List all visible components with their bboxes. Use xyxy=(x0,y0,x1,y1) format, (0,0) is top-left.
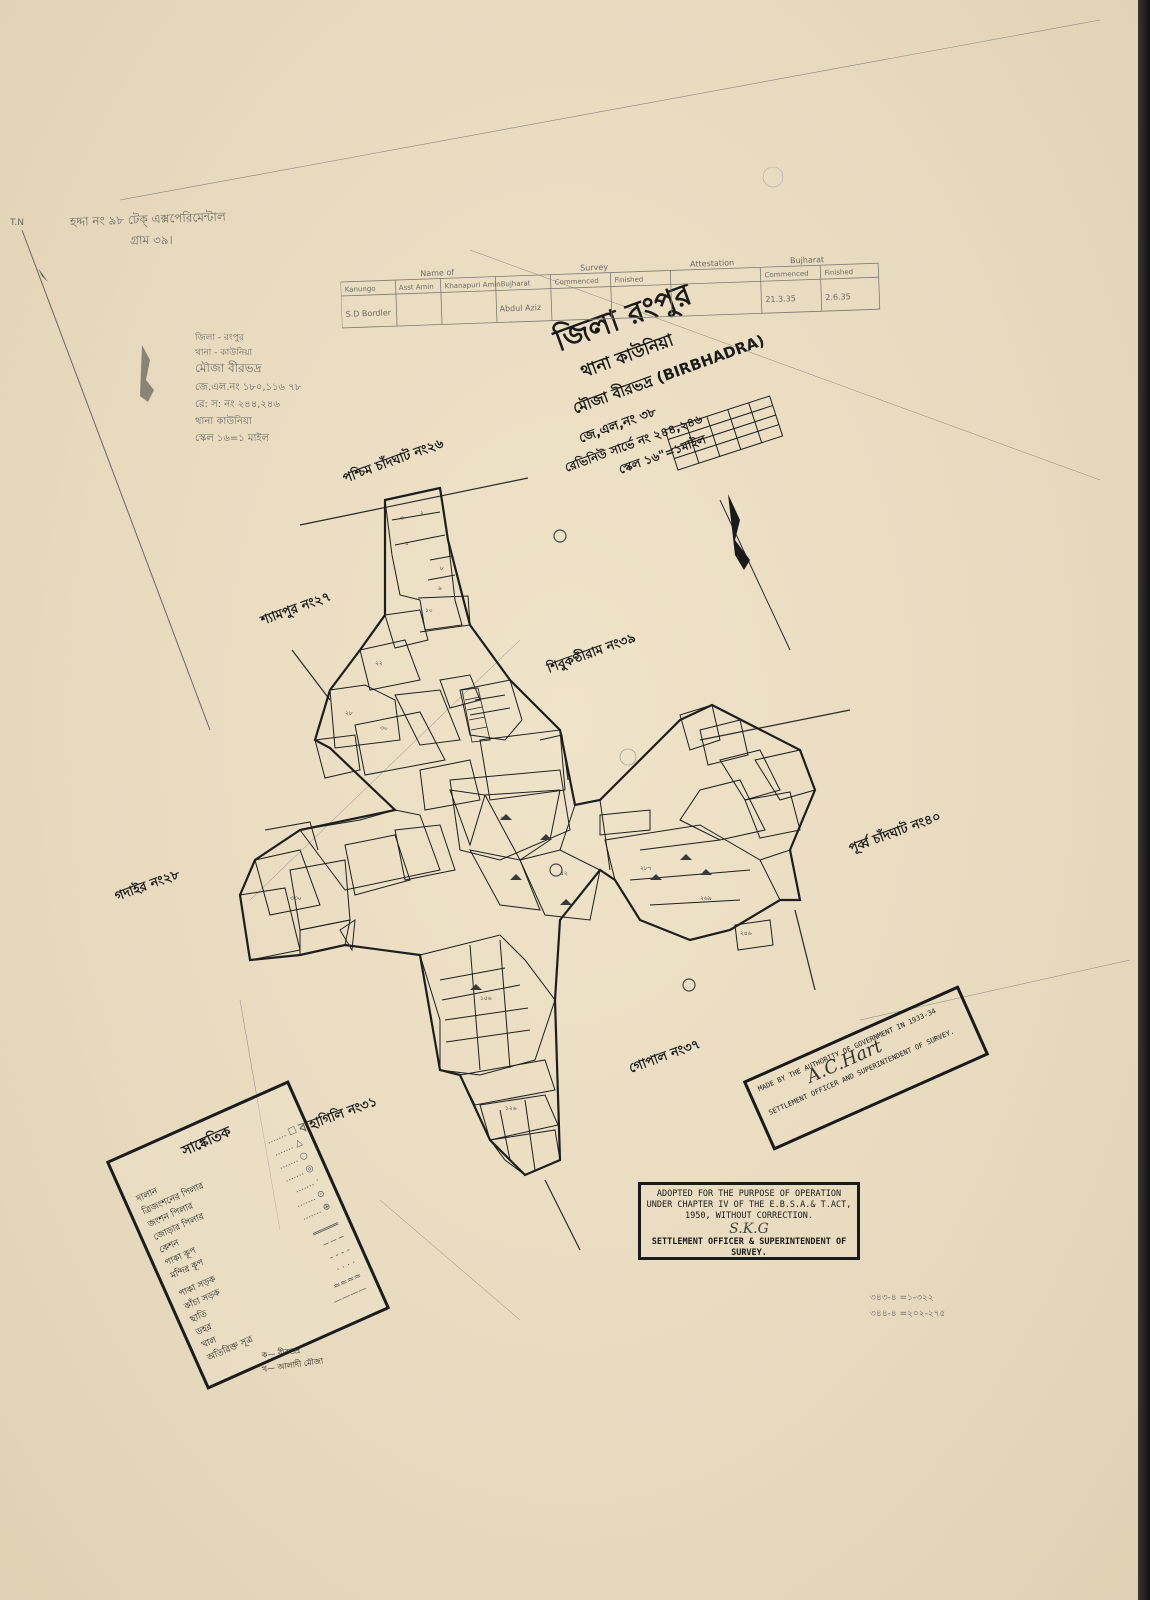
survey-table: Name of Survey Attestation Bujharat Kanu… xyxy=(340,249,882,330)
corner-mark-icon xyxy=(140,345,154,402)
stamp-adopted-line1: ADOPTED FOR THE PURPOSE OF OPERATION xyxy=(656,1189,842,1199)
stamp-adopted-line5: SURVEY. xyxy=(731,1248,767,1258)
table-col: Commenced xyxy=(764,269,809,280)
svg-text:১৫৬: ১৫৬ xyxy=(480,995,492,1002)
svg-text:২২: ২২ xyxy=(375,660,383,667)
svg-text:১০: ১০ xyxy=(425,607,433,614)
svg-text:১২৬: ১২৬ xyxy=(505,1105,517,1112)
north-line xyxy=(21,229,211,731)
stamp-adopted-line3: 1950, WITHOUT CORRECTION. xyxy=(685,1211,813,1221)
table-cell-amin: Abdul Aziz xyxy=(499,303,542,314)
scale-bar xyxy=(664,395,784,471)
tn-mark: T.N xyxy=(10,218,25,228)
svg-text:২৪৬: ২৪৬ xyxy=(740,930,752,937)
pencil-line: রে: স: নং ২৪৪,২৪৬ xyxy=(195,399,280,410)
survey-circles xyxy=(549,166,784,992)
table-col: Finished xyxy=(614,275,644,285)
table-group-bujharat: Bujharat xyxy=(789,255,825,266)
table-col: Commenced xyxy=(554,276,599,287)
pencil-line: থানা কাউনিয়া xyxy=(195,416,252,427)
svg-text:২৮: ২৮ xyxy=(345,710,353,717)
boundary-line-north xyxy=(299,477,529,526)
svg-text:২৬৯: ২৬৯ xyxy=(700,895,712,902)
table-cell-commenced: 21.3.35 xyxy=(765,294,797,305)
stamp-adopted-line2: UNDER CHAPTER IV OF THE E.B.S.A.& T.ACT, xyxy=(646,1200,852,1210)
top-left-note-line2: গ্রাম ৩৯। xyxy=(130,233,173,247)
pencil-line: মৌজা বীরভদ্র xyxy=(195,361,262,375)
svg-text:২: ২ xyxy=(420,510,424,517)
pencil-line: থানা - কাউনিয়া xyxy=(195,348,253,358)
table-group-survey: Survey xyxy=(579,262,609,273)
svg-text:৯: ৯ xyxy=(438,585,442,592)
table-col: Asst Amin xyxy=(398,282,434,292)
svg-text:৩৩০: ৩৩০ xyxy=(290,895,302,902)
svg-text:৩০: ৩০ xyxy=(380,725,388,732)
mouza-boundary xyxy=(238,486,817,1177)
right-note-1: ৩৪৩-৪ =১-৩২২ xyxy=(870,1293,934,1303)
svg-text:৫২: ৫২ xyxy=(560,870,568,877)
scale-north-arrow-icon xyxy=(728,494,750,570)
adopted-stamp: ADOPTED FOR THE PURPOSE OF OPERATION UND… xyxy=(638,1182,860,1260)
table-cell-finished: 2.6.35 xyxy=(825,292,851,303)
table-group-attestation: Attestation xyxy=(689,258,735,269)
right-note-2: ৩৪৪-৪ =২০২-২৭৫ xyxy=(870,1309,946,1319)
pencil-line: জিলা - রংপুর xyxy=(195,333,244,343)
survey-table-grid xyxy=(340,262,881,329)
svg-text:৮: ৮ xyxy=(440,565,444,572)
pencil-info-block: জিলা - রংপুর থানা - কাউনিয়া মৌজা বীরভদ্… xyxy=(195,330,345,448)
pencil-line: জে.এল.নং ১৮০,১১৬ ৭৮ xyxy=(195,382,302,393)
stamp-adopted-line4: SETTLEMENT OFFICER & SUPERINTENDENT OF xyxy=(651,1237,847,1247)
pencil-line: স্কেল ১৬=১ মাইল xyxy=(195,433,270,444)
table-col: Bujharat xyxy=(500,279,531,289)
table-col: Finished xyxy=(824,268,854,278)
table-cell-kanungo: S.D Bordler xyxy=(345,308,392,319)
table-group-name: Name of xyxy=(420,268,455,279)
tree-symbols xyxy=(470,814,712,990)
table-col: Kanungo xyxy=(344,284,376,294)
svg-text:৪: ৪ xyxy=(405,540,409,547)
svg-text:৩: ৩ xyxy=(400,515,404,522)
svg-text:২৮৭: ২৮৭ xyxy=(640,865,652,872)
stamp-adopted-signature: S.K.G xyxy=(729,1221,769,1237)
hatched-plot xyxy=(461,687,491,743)
scanner-edge xyxy=(1138,0,1150,1600)
north-arrow-icon xyxy=(38,268,48,282)
